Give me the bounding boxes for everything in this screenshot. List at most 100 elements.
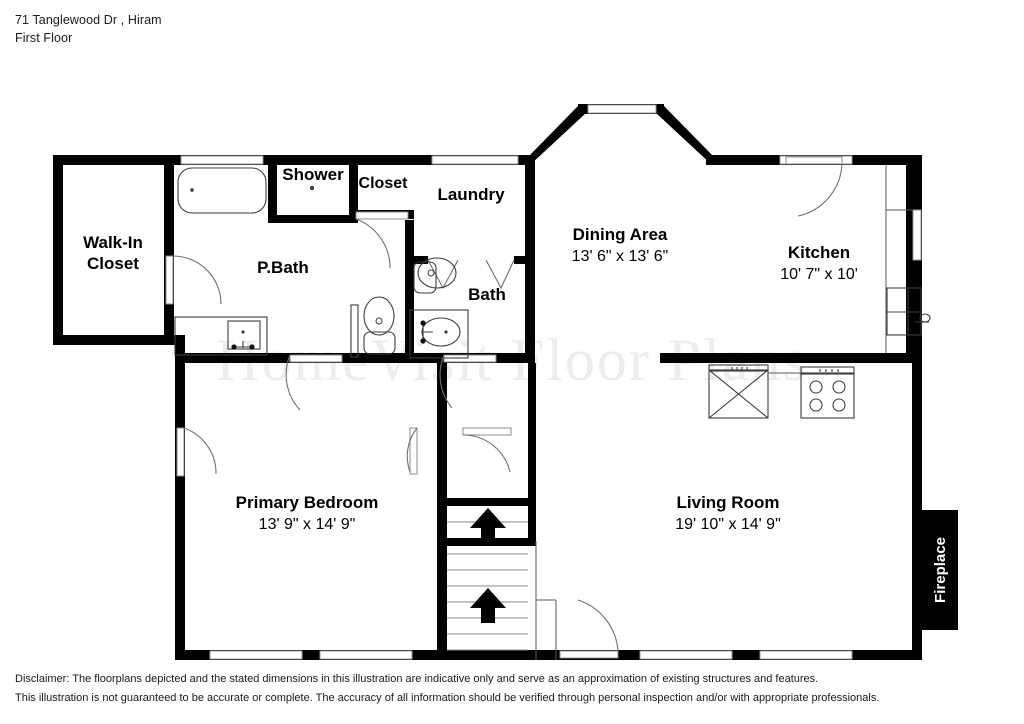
kitchen-sink-controls-icon (731, 367, 748, 370)
wall-right (912, 155, 922, 660)
wall-kitchen-notch (906, 210, 914, 214)
wall-laundry-bottom-left (414, 256, 428, 264)
pbath-toilet-tank (363, 331, 396, 355)
door-kitchen-arc (797, 163, 843, 217)
kitchen-burner-1-icon (809, 380, 823, 394)
wall-shower-bottom (268, 215, 358, 223)
door-walkin-leaf (165, 255, 174, 305)
kitchen-burner-4-icon (832, 398, 846, 412)
bath-toilet-bowl (417, 257, 457, 289)
fireplace: Fireplace (922, 510, 958, 630)
window-bay (587, 104, 657, 114)
window-bedroom-bottom-2 (319, 650, 413, 660)
door-hall-right-leaf (462, 427, 512, 436)
disclaimer-line-1: Disclaimer: The floorplans depicted and … (15, 673, 819, 685)
room-label-closet: Closet (359, 175, 409, 192)
door-bedroom-left-arc (183, 427, 217, 475)
room-label-primary-bedroom: Primary Bedroom (236, 493, 379, 512)
pbath-faucet-handle-left-icon (231, 344, 237, 350)
room-label-walk-in-closet-line1: Walk-In (83, 233, 143, 252)
door-pbath-leaf (289, 354, 343, 363)
wall-laundry-bottom-right (514, 256, 530, 264)
door-closet-arc (355, 218, 391, 269)
wall-closet-left (349, 160, 358, 220)
wall-stair-landing-top (447, 498, 536, 506)
window-living-bottom-1 (639, 650, 733, 660)
door-closet-leaf (355, 211, 409, 220)
wall-walkin-bottom (53, 335, 185, 345)
room-label-living-room: Living Room (677, 493, 780, 512)
bathtub (177, 167, 267, 214)
door-pbath-arc (285, 354, 301, 411)
pbath-sink-drain-icon (241, 330, 245, 334)
stair-direction-arrow-up-1 (470, 508, 506, 542)
door-front-leaf (559, 650, 619, 659)
bath-faucet-handle-bottom-icon (420, 338, 426, 344)
wall-mid-right (660, 353, 922, 363)
door-laundry-left (427, 259, 459, 290)
window-bedroom-bottom (209, 650, 303, 660)
window-kitchen-right (912, 209, 922, 261)
kitchen-range-backguard (800, 366, 855, 375)
door-laundry-right (485, 259, 515, 290)
room-dim-dining-area: 13' 6" x 13' 6" (572, 248, 669, 265)
room-label-bath: Bath (468, 285, 506, 304)
bath-toilet-seat-icon (427, 269, 435, 277)
bath-sink-basin (421, 317, 461, 347)
fixtures-pbath (174, 167, 396, 358)
room-dim-primary-bedroom: 13' 9" x 14' 9" (259, 516, 356, 533)
kitchen-sink-x2 (708, 369, 769, 419)
window-living-bottom-2 (759, 650, 853, 660)
pbath-faucet-handle-right-icon (249, 344, 255, 350)
wall-kitchen-inner (906, 155, 914, 363)
plan-header: 71 Tanglewood Dr , Hiram First Floor (15, 11, 162, 47)
bath-faucet-icon (422, 325, 433, 339)
room-label-kitchen: Kitchen (788, 243, 850, 262)
fixtures-bath (409, 257, 469, 359)
bath-vanity-counter (409, 309, 469, 359)
room-label-walk-in-closet-line2: Closet (87, 254, 139, 273)
room-label-p-bath: P.Bath (257, 258, 309, 277)
interior-walls (164, 155, 922, 660)
kitchen-range (800, 372, 855, 419)
fireplace-block (922, 510, 958, 630)
stair-direction-arrow-up-2 (470, 588, 506, 623)
floorplan-svg: HomeVisit Floor Plans (53, 104, 958, 660)
fixtures-kitchen (708, 164, 931, 419)
wall-bath-left (405, 220, 414, 363)
shower-drain-icon (309, 185, 315, 191)
wall-bottom (175, 650, 922, 660)
floor-label: First Floor (15, 31, 73, 45)
bath-sink-drain-icon (444, 330, 448, 334)
pbath-sink-basin (227, 320, 261, 350)
door-hall-right-arc (462, 434, 511, 473)
window-pbath-top (180, 155, 264, 165)
wall-stair-right (528, 363, 536, 541)
bath-toilet-tank (413, 261, 437, 294)
kitchen-sink-cabinet (708, 369, 769, 419)
disclaimer-line-2: This illustration is not guaranteed to b… (15, 692, 880, 704)
pbath-partition (350, 304, 359, 358)
wall-left-upper (53, 155, 63, 343)
door-hall-left-leaf (409, 427, 418, 475)
wall-bay-right-angle (656, 106, 712, 165)
wall-walkin-right (164, 155, 174, 345)
room-label-shower: Shower (282, 165, 344, 184)
wall-bay-left-angle (530, 106, 586, 165)
wall-mid-left (175, 353, 530, 363)
pbath-toilet-seat-icon (375, 317, 383, 325)
disclaimer: Disclaimer: The floorplans depicted and … (15, 672, 1010, 710)
pbath-vanity-counter (174, 316, 268, 356)
bathtub-drain-icon (190, 188, 194, 192)
pbath-faucet-icon (236, 341, 250, 348)
door-hall-left-arc (406, 427, 418, 473)
door-kitchen-leaf (785, 156, 843, 165)
room-labels: Walk-In Closet P.Bath Shower Closet Laun… (83, 165, 858, 533)
floorplan-canvas: HomeVisit Floor Plans (0, 60, 1024, 660)
kitchen-sink-backsplash (708, 364, 769, 372)
door-front-arc (577, 599, 619, 652)
property-address: 71 Tanglewood Dr , Hiram (15, 13, 162, 27)
door-walkin-arc (172, 255, 222, 305)
staircase (447, 508, 557, 660)
room-label-laundry: Laundry (437, 185, 505, 204)
